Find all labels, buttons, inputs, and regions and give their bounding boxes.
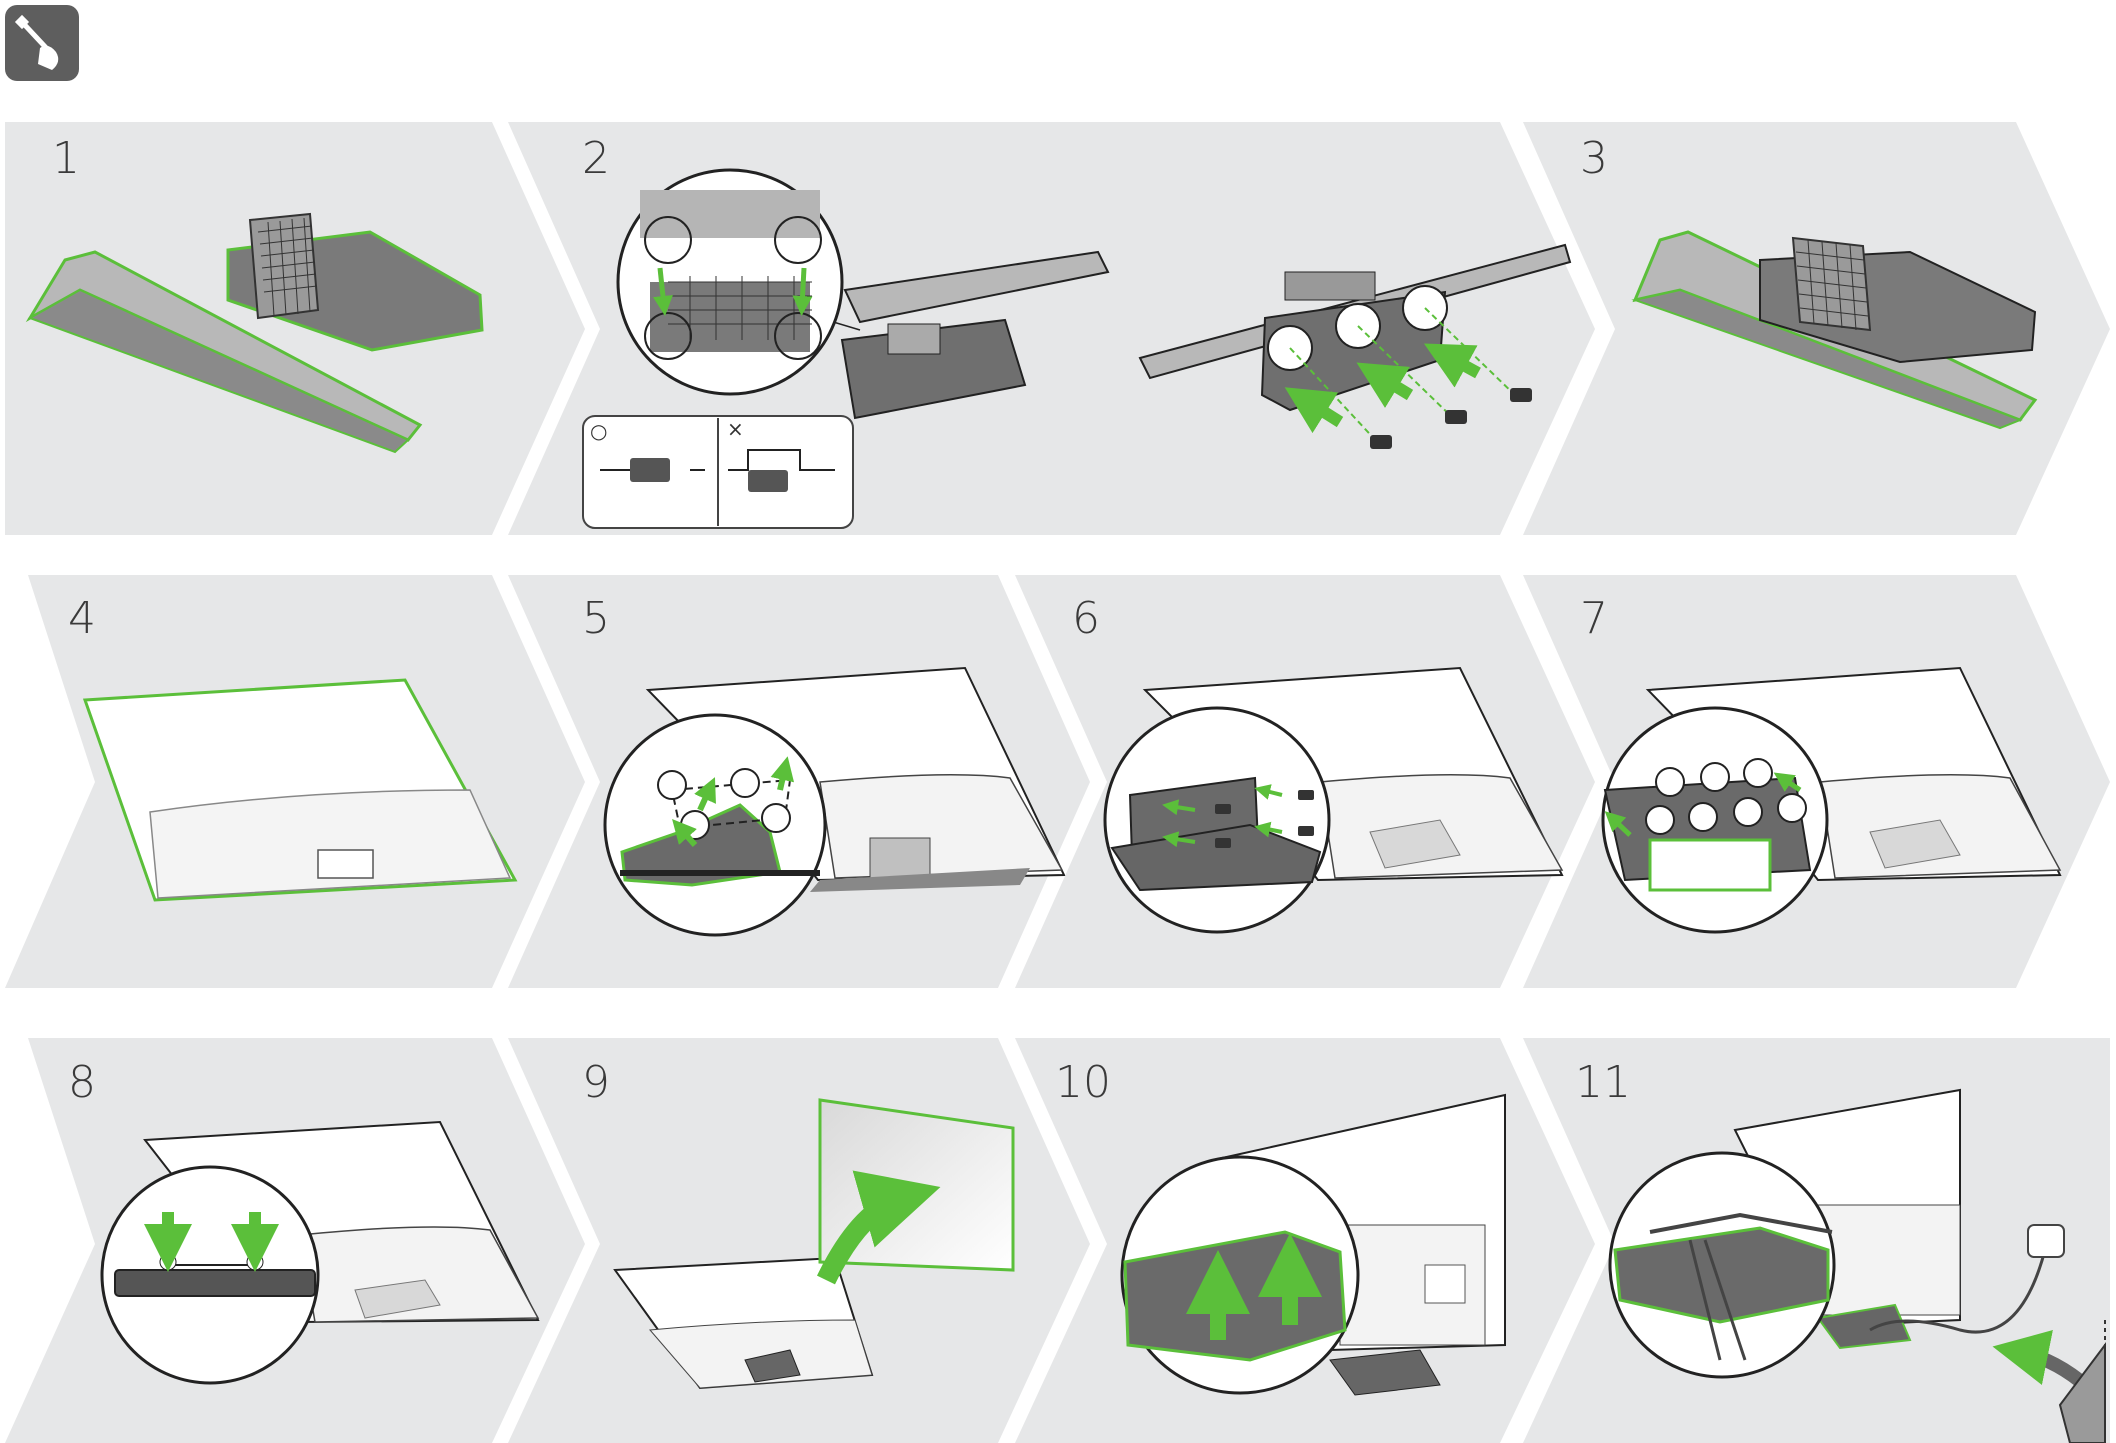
step-panel-11: 11 (1523, 1038, 2110, 1443)
step-number: 5 (582, 593, 610, 644)
step-panel-8: 8 (5, 1038, 585, 1443)
step-number: 3 (1580, 133, 1608, 184)
zoom-detail-circle (605, 715, 825, 935)
step-number: 10 (1055, 1057, 1111, 1108)
step-number: 1 (52, 133, 80, 184)
step-number: 7 (1580, 593, 1608, 644)
zoom-detail-circle (102, 1167, 318, 1383)
step-panel-2: 2 ○ × (508, 122, 1595, 535)
zoom-detail-circle (1610, 1153, 1834, 1377)
step-panel-1: 1 (5, 122, 585, 535)
step-number: 8 (68, 1057, 96, 1108)
step-number: 11 (1575, 1057, 1631, 1108)
step-number: 6 (1072, 593, 1100, 644)
zoom-detail-circle (1603, 708, 1827, 932)
wrong-symbol: × (727, 417, 744, 441)
step-panel-7: 7 (1523, 575, 2110, 988)
step-number: 9 (582, 1057, 610, 1108)
zoom-detail-circle (1122, 1157, 1358, 1393)
step-number: 4 (68, 593, 96, 644)
screwdriver-hand-icon (5, 5, 79, 81)
step-number: 2 (582, 133, 610, 184)
step-panel-10: 10 (1015, 1038, 1595, 1443)
zoom-detail-circle (618, 170, 842, 394)
step-panel-3: 3 (1523, 122, 2110, 535)
step-panel-6: 6 (1015, 575, 1595, 988)
correct-symbol: ○ (590, 419, 607, 443)
step-panel-4: 4 (5, 575, 585, 988)
correct-wrong-legend: ○ × (583, 416, 853, 528)
step-panel-9: 9 (508, 1038, 1090, 1443)
step-panel-5: 5 (508, 575, 1090, 988)
zoom-detail-circle (1105, 708, 1329, 932)
